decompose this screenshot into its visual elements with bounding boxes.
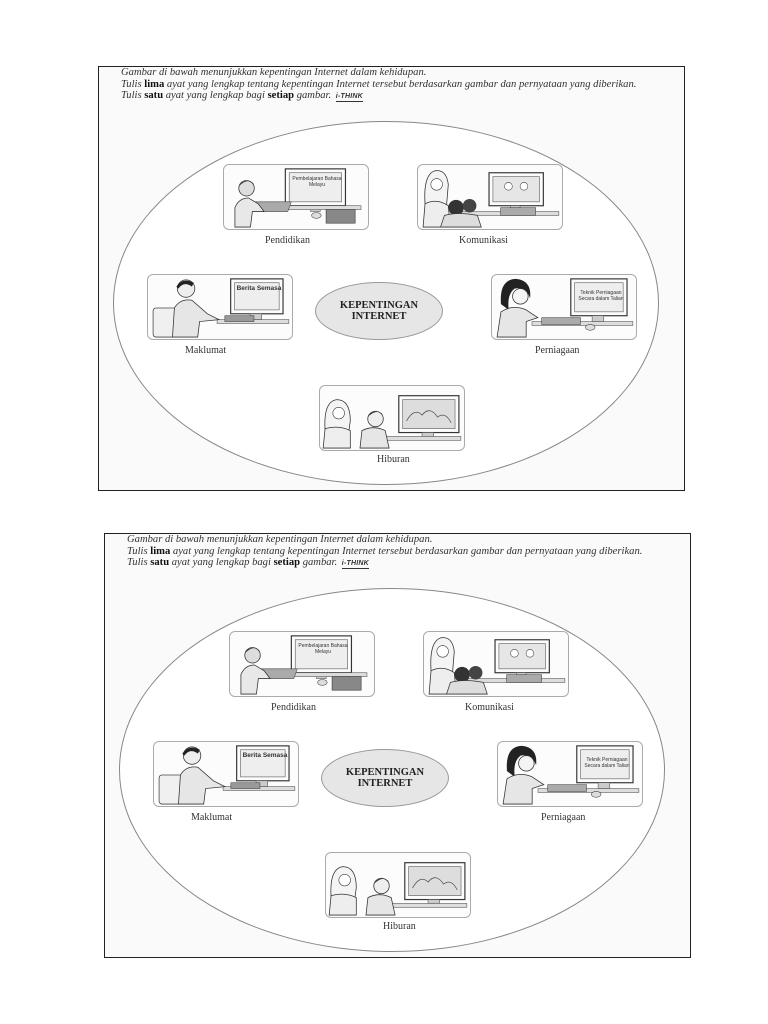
bold-setiap: setiap [274, 557, 300, 568]
caption-maklumat: Maklumat [191, 812, 232, 823]
scene-pendidikan: Pembelajaran Bahasa Melayu [223, 164, 369, 230]
screen-text-perniagaan: Teknik Perniagaan Secara dalam Talian [576, 291, 626, 302]
family-video-call-illustration [418, 165, 562, 229]
bold-satu: satu [150, 557, 169, 568]
instruction-line-3: Tulis satu ayat yang lengkap bagi setiap… [127, 557, 678, 569]
family-video-call-illustration [424, 632, 568, 696]
screen-text-pendidikan: Pembelajaran Bahasa Melayu [290, 177, 344, 188]
scene-komunikasi [417, 164, 563, 230]
scene-maklumat: Berita Semasa [147, 274, 293, 340]
student-at-computer-illustration [230, 632, 374, 696]
family-watching-screen-illustration [320, 386, 464, 450]
caption-komunikasi: Komunikasi [459, 235, 508, 246]
family-watching-screen-illustration [326, 853, 470, 917]
caption-pendidikan: Pendidikan [271, 702, 316, 713]
bold-lima: lima [144, 79, 164, 90]
ithink-logo: i-THINK [336, 93, 363, 102]
bold-lima: lima [150, 546, 170, 557]
bold-setiap: setiap [268, 90, 294, 101]
instruction-line-1: Gambar di bawah menunjukkan kepentingan … [127, 534, 678, 546]
instruction-line-2: Tulis lima ayat yang lengkap tentang kep… [121, 79, 672, 91]
scene-perniagaan: Teknik Perniagaan Secara dalam Talian [497, 741, 643, 807]
scene-hiburan [325, 852, 471, 918]
woman-online-business-illustration [492, 275, 636, 339]
scene-perniagaan: Teknik Perniagaan Secara dalam Talian [491, 274, 637, 340]
scene-komunikasi [423, 631, 569, 697]
worksheet-1: Gambar di bawah menunjukkan kepentingan … [98, 66, 685, 491]
screen-text-maklumat: Berita Semasa [242, 752, 288, 759]
scene-pendidikan: Pembelajaran Bahasa Melayu [229, 631, 375, 697]
instructions: Gambar di bawah menunjukkan kepentingan … [121, 67, 672, 102]
ithink-logo: i-THINK [342, 560, 369, 569]
screen-text-pendidikan: Pembelajaran Bahasa Melayu [296, 644, 350, 655]
instructions: Gambar di bawah menunjukkan kepentingan … [127, 534, 678, 569]
caption-perniagaan: Perniagaan [541, 812, 585, 823]
screen-text-maklumat: Berita Semasa [236, 285, 282, 292]
instruction-line-1: Gambar di bawah menunjukkan kepentingan … [121, 67, 672, 79]
instruction-line-3: Tulis satu ayat yang lengkap bagi setiap… [121, 90, 672, 102]
caption-hiburan: Hiburan [377, 454, 410, 465]
screen-text-perniagaan: Teknik Perniagaan Secara dalam Talian [582, 758, 632, 769]
caption-maklumat: Maklumat [185, 345, 226, 356]
instruction-line-2: Tulis lima ayat yang lengkap tentang kep… [127, 546, 678, 558]
woman-online-business-illustration [498, 742, 642, 806]
scene-maklumat: Berita Semasa [153, 741, 299, 807]
caption-komunikasi: Komunikasi [465, 702, 514, 713]
bold-satu: satu [144, 90, 163, 101]
caption-perniagaan: Perniagaan [535, 345, 579, 356]
caption-pendidikan: Pendidikan [265, 235, 310, 246]
scene-hiburan [319, 385, 465, 451]
student-at-computer-illustration [224, 165, 368, 229]
caption-hiburan: Hiburan [383, 921, 416, 932]
worksheet-2: Gambar di bawah menunjukkan kepentingan … [104, 533, 691, 958]
